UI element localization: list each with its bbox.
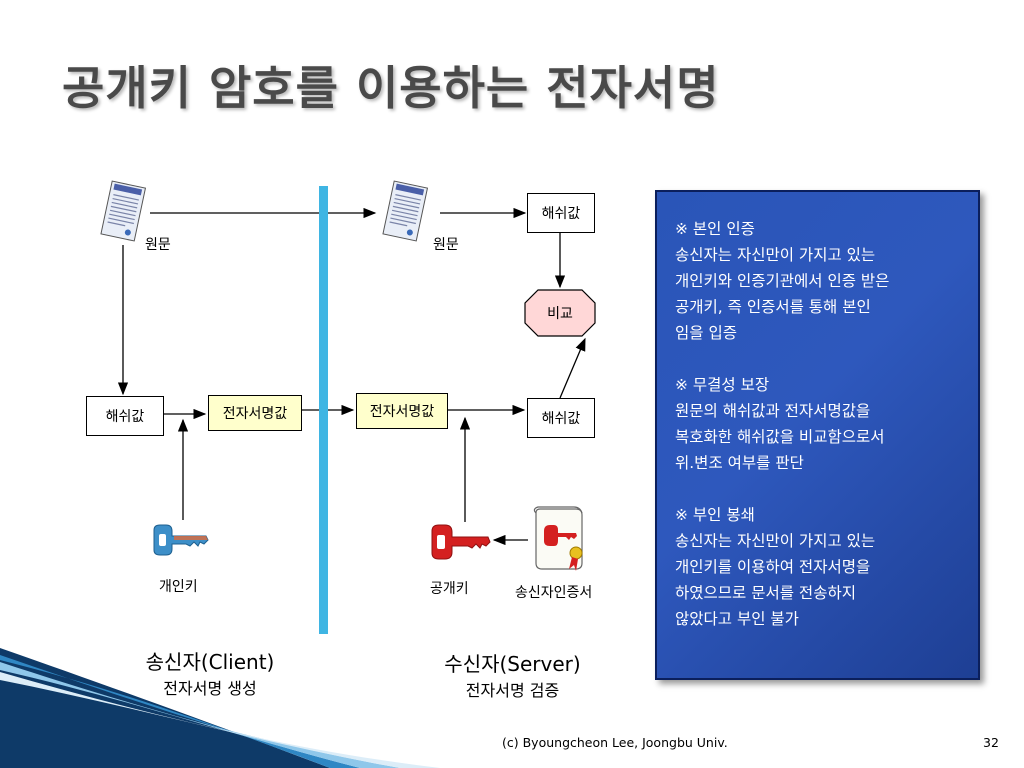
receiver-hash-bottom-box: 해쉬값 [527,398,595,438]
panel-line: ※ 무결성 보장 [675,376,770,394]
receiver-role: 수신자(Server) 전자서명 검증 [415,648,610,701]
public-key-label: 공개키 [430,581,469,597]
panel-line: 원문의 해쉬값과 전자서명값을 [675,402,871,420]
sender-hash-box: 해쉬값 [86,396,164,436]
receiver-hash-top-box: 해쉬값 [527,193,595,233]
explanation-panel: ※ 본인 인증 송신자는 자신만이 가지고 있는 개인키와 인증기관에서 인증 … [655,190,980,680]
panel-line: 위.변조 여부를 판단 [675,454,804,472]
panel-line: 공개키, 즉 인증서를 통해 본인 [675,298,871,316]
sender-document-label: 원문 [145,237,171,253]
slide-footer: (c) Byoungcheon Lee, Joongbu Univ. [502,735,728,750]
slide-title: 공개키 암호를 이용하는 전자서명 [62,61,720,115]
panel-line: 개인키를 이용하여 전자서명을 [675,558,871,576]
receiver-role-subtitle: 전자서명 검증 [465,681,560,700]
panel-line: 송신자는 자신만이 가지고 있는 [675,532,876,550]
panel-line: 않았다고 부인 불가 [675,610,799,628]
panel-section-authentication: ※ 본인 인증 송신자는 자신만이 가지고 있는 개인키와 인증기관에서 인증 … [675,216,966,346]
receiver-document-label: 원문 [433,237,459,253]
sender-signature-box: 전자서명값 [208,395,302,431]
panel-line: 하였으므로 문서를 전송하지 [675,584,856,602]
page-number: 32 [983,735,999,750]
certificate-label: 송신자인증서 [515,585,593,601]
receiver-signature-box: 전자서명값 [356,393,448,429]
document-icon [382,180,429,242]
certificate-scroll-icon [533,506,583,571]
panel-line: 송신자는 자신만이 가지고 있는 [675,246,876,264]
panel-line: ※ 부인 봉쇄 [675,506,755,524]
private-key-label: 개인키 [159,579,198,595]
panel-line: ※ 본인 인증 [675,220,755,238]
sender-role-subtitle: 전자서명 생성 [163,679,257,698]
panel-line: 임을 입증 [675,324,737,342]
sender-receiver-divider [319,186,328,634]
panel-section-integrity: ※ 무결성 보장 원문의 해쉬값과 전자서명값을 복호화한 해쉬값을 비교함으로… [675,372,966,476]
compare-octagon: 비교 [524,289,596,337]
compare-label: 비교 [547,306,573,322]
private-key-icon [153,524,209,556]
document-icon [100,180,147,242]
panel-section-non-repudiation: ※ 부인 봉쇄 송신자는 자신만이 가지고 있는 개인키를 이용하여 전자서명을… [675,502,966,632]
panel-line: 복호화한 해쉬값을 비교함으로서 [675,428,885,446]
receiver-role-title: 수신자(Server) [444,652,581,676]
sender-role-title: 송신자(Client) [145,650,275,674]
sender-role: 송신자(Client) 전자서명 생성 [120,646,300,699]
public-key-icon [431,524,491,560]
panel-line: 개인키와 인증기관에서 인증 받은 [675,272,890,290]
